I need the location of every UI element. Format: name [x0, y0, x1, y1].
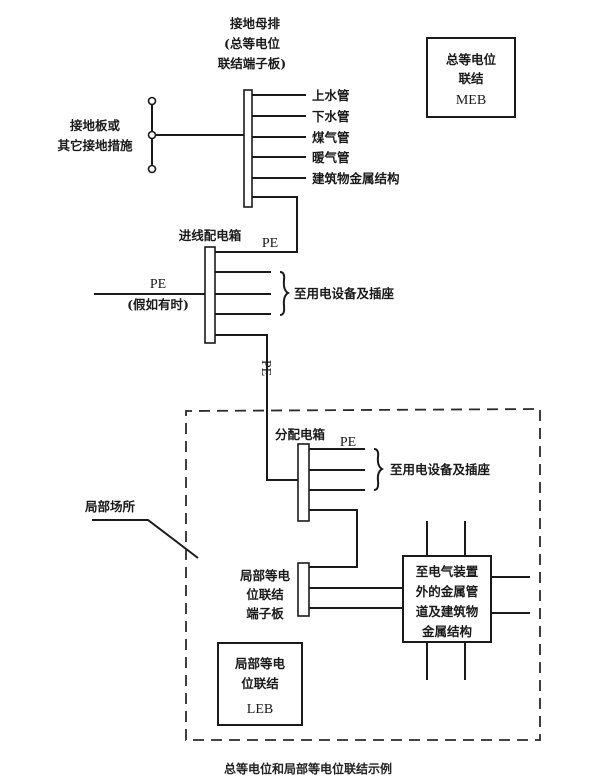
leb-terminal-label-line-2: 位联结: [246, 587, 284, 602]
meb-label-line-2: 联结: [458, 71, 484, 86]
local-area-label: 局部场所: [85, 499, 136, 514]
ground-terminal-middle-icon: [147, 130, 157, 140]
pe-link-main-to-incoming: [215, 196, 298, 253]
incoming-box-group: 进线配电箱 PE PE (假如有时) 至用电设备及插座 PE: [94, 228, 395, 481]
distribution-brace-icon: [373, 448, 384, 491]
incoming-equipment-label: 至用电设备及插座: [294, 286, 395, 301]
leb-box-line-1: 局部等电: [235, 656, 286, 671]
metal-box-line-2: 外的金属管: [415, 584, 479, 599]
local-area-group: 局部场所 分配电箱 PE 至用电设备及插座 局部等电 位联结 端子板 至电气装置…: [85, 408, 541, 741]
distribution-equipment-label: 至用电设备及插座: [390, 462, 491, 477]
local-area-boundary: [185, 408, 541, 741]
external-pe-note: (假如有时): [127, 297, 189, 312]
leb-box-line-3: LEB: [247, 702, 273, 717]
meb-label-line-1: 总等电位: [446, 52, 497, 67]
ground-terminal-bottom-icon: [147, 164, 157, 174]
main-earthing-busbar: [243, 89, 253, 208]
figure-caption: 总等电位和局部等电位联结示例: [223, 762, 392, 776]
connection-label-water-supply: 上水管: [312, 88, 350, 103]
ground-electrode-label-line-1: 接地板或: [70, 118, 121, 133]
main-earthing-busbar-group: 接地母排 (总等电位 联结端子板) 上水管 下水管 煤气管 暖气管 建筑物金属结…: [215, 16, 400, 253]
distribution-pe-label: PE: [340, 435, 356, 450]
incoming-box-title: 进线配电箱: [179, 228, 242, 243]
metal-box-line-1: 至电气装置: [416, 564, 479, 579]
leb-terminal-label-line-1: 局部等电: [240, 568, 291, 583]
main-busbar-title-line-1: 接地母排: [230, 16, 281, 31]
connection-label-heating: 暖气管: [312, 150, 350, 165]
metal-box-line-3: 道及建筑物: [416, 604, 479, 619]
incoming-brace-icon: [279, 271, 290, 316]
metal-structure-box: [402, 555, 492, 643]
pe-link-distribution-to-leb: [309, 509, 358, 568]
connection-label-building-structure: 建筑物金属结构: [312, 171, 400, 186]
meb-box-group: 总等电位 联结 MEB: [426, 37, 516, 118]
connection-label-drainage: 下水管: [312, 109, 350, 124]
distribution-busbar: [297, 443, 310, 522]
metal-box-line-4: 金属结构: [421, 624, 472, 639]
incoming-pe-label: PE: [262, 236, 278, 251]
main-busbar-title-line-2: (总等电位: [224, 36, 280, 51]
distribution-box-title: 分配电箱: [275, 427, 326, 442]
meb-box: [426, 37, 516, 118]
ground-electrode-group: 接地板或 其它接地措施: [57, 96, 244, 174]
ground-terminal-top-icon: [147, 96, 157, 106]
connection-label-gas: 煤气管: [312, 130, 350, 145]
leb-terminal-label-line-3: 端子板: [246, 606, 284, 621]
local-area-leader-line: [92, 519, 199, 559]
ground-electrode-label-line-2: 其它接地措施: [57, 138, 133, 153]
leb-box-line-2: 位联结: [241, 676, 279, 691]
main-busbar-title-line-3: 联结端子板): [218, 56, 286, 71]
pe-link-incoming-to-distribution: [215, 334, 298, 481]
leb-terminal-busbar: [297, 562, 310, 617]
external-pe-label: PE: [150, 277, 166, 292]
vertical-pe-label: PE: [258, 360, 273, 376]
leb-box: [217, 642, 303, 726]
incoming-distribution-busbar: [204, 246, 216, 344]
meb-label-line-3: MEB: [456, 93, 486, 108]
